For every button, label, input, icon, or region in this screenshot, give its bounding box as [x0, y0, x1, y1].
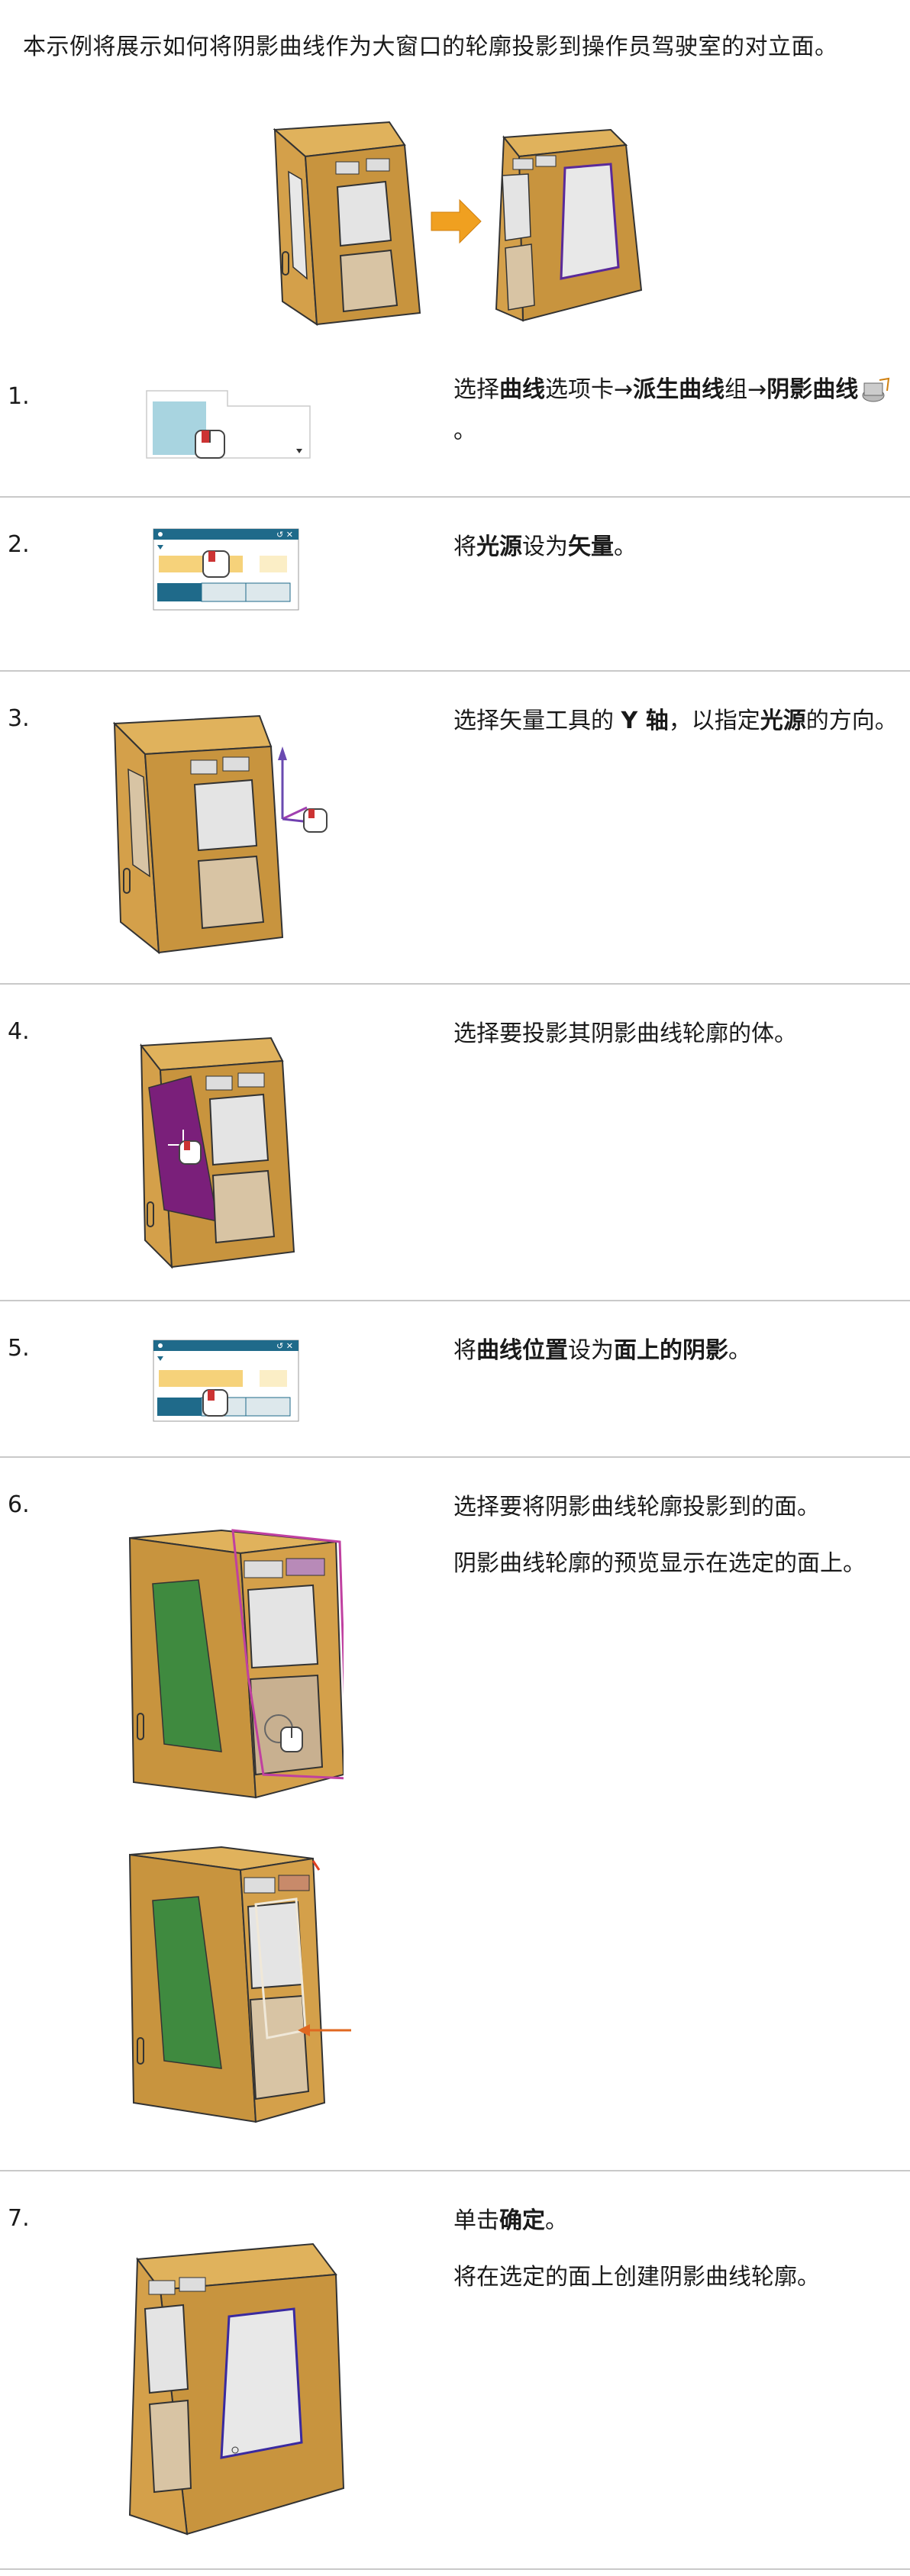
step-instruction: 选择要投影其阴影曲线轮廓的体。: [453, 1014, 904, 1070]
step-instruction: 将曲线位置设为面上的阴影。: [453, 1330, 904, 1387]
hero-illustration: [260, 114, 657, 336]
step-4: 4. 选择要投影其阴影曲线轮廓的体。: [0, 985, 910, 1301]
step-instruction: 将光源设为矢量。: [453, 527, 904, 583]
step-instruction: 单击确定。 将在选定的面上创建阴影曲线轮廓。: [453, 2200, 904, 2313]
step-6-extra: 阴影曲线轮廓的预览显示在选定的面上。: [453, 1550, 866, 1577]
step-number: 4.: [8, 1018, 30, 1045]
step-4-text: 选择要投影其阴影曲线轮廓的体。: [453, 1020, 797, 1047]
step-7-text: 单击确定。: [453, 2207, 568, 2234]
cab-before-image: [273, 121, 421, 326]
step-5-text: 将曲线位置设为面上的阴影。: [453, 1337, 751, 1364]
step-number: 7.: [8, 2205, 30, 2232]
cab-result-image: [115, 2236, 359, 2542]
step-instruction: 选择矢量工具的 Y 轴，以指定光源的方向。: [453, 701, 904, 757]
cab-preview-image: [122, 1839, 366, 2129]
step-1: 1. 选择曲线选项卡→派生曲线组→阴影曲线。: [0, 359, 910, 498]
step-2-text: 将光源设为矢量。: [453, 534, 637, 560]
dialog-curve-location-image: ↺ ✕: [153, 1340, 299, 1422]
step-3: 3. 选择矢量工具的 Y 轴，以指定光源的方向。: [0, 672, 910, 985]
step-1-text: 选择曲线选项卡→派生曲线组→阴影曲线。: [453, 369, 904, 452]
step-number: 6.: [8, 1491, 30, 1518]
step-number: 2.: [8, 531, 30, 558]
step-number: 3.: [8, 705, 30, 732]
step-instruction: 选择曲线选项卡→派生曲线组→阴影曲线。: [453, 369, 904, 467]
step-number: 1.: [8, 383, 30, 410]
shadow-curve-button-image: [145, 376, 311, 461]
step-5: 5. ↺ ✕ 将曲线位置设为面上的阴影。: [0, 1301, 910, 1458]
intro-text: 本示例将展示如何将阴影曲线作为大窗口的轮廓投影到操作员驾驶室的对立面。: [23, 34, 838, 60]
svg-text:↺ ✕: ↺ ✕: [276, 530, 293, 540]
step-7-extra: 将在选定的面上创建阴影曲线轮廓。: [453, 2264, 820, 2291]
cab-vector-image: [107, 708, 366, 960]
step-instruction: 选择要将阴影曲线轮廓投影到的面。 阴影曲线轮廓的预览显示在选定的面上。: [453, 1487, 904, 1600]
step-2: 2. ↺ ✕ 将光源设为矢量。: [0, 498, 910, 672]
cab-after-image: [495, 128, 643, 322]
step-6-text: 选择要将阴影曲线轮廓投影到的面。: [453, 1494, 820, 1520]
arrow-icon: [431, 198, 482, 244]
shadow-curve-command-icon[interactable]: [858, 376, 892, 406]
cab-select-face-image: [122, 1523, 344, 1805]
svg-text:↺ ✕: ↺ ✕: [276, 1341, 293, 1351]
step-number: 5.: [8, 1335, 30, 1362]
step-7: 7. 单击确定。 将在选定的面上创建阴影曲线轮廓。: [0, 2171, 910, 2570]
step-3-text: 选择矢量工具的 Y 轴，以指定光源的方向。: [453, 708, 898, 734]
dialog-light-source-image: ↺ ✕: [153, 528, 299, 611]
step-6: 6.: [0, 1458, 910, 2171]
cab-select-body-image: [134, 1030, 317, 1275]
